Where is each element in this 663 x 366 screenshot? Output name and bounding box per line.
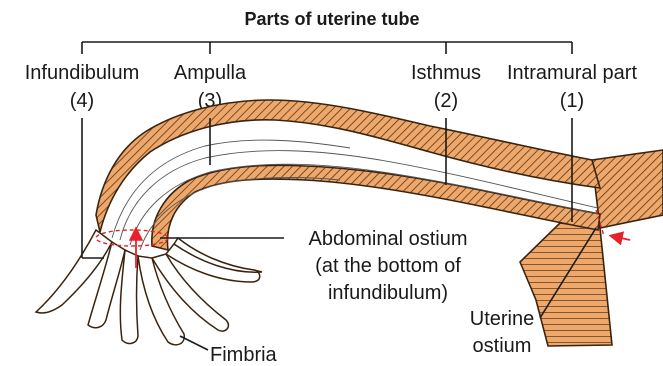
label-uterine-ostium-2: ostium bbox=[473, 335, 532, 357]
number-intramural-part: (1) bbox=[560, 90, 584, 112]
label-ampulla: Ampulla bbox=[174, 62, 247, 84]
diagram-title: Parts of uterine tube bbox=[244, 9, 419, 29]
number-infundibulum: (4) bbox=[70, 90, 94, 112]
label-abdominal-ostium-note-1: (at the bottom of bbox=[315, 255, 461, 277]
parts-bracket bbox=[82, 42, 572, 54]
label-infundibulum: Infundibulum bbox=[25, 62, 140, 84]
label-isthmus: Isthmus bbox=[411, 62, 481, 84]
label-abdominal-ostium-note-2: infundibulum) bbox=[328, 282, 448, 304]
fimbriae bbox=[36, 230, 262, 345]
label-abdominal-ostium: Abdominal ostium bbox=[309, 228, 468, 250]
uterine-wall-upper bbox=[592, 150, 663, 228]
label-intramural-part: Intramural part bbox=[507, 62, 637, 84]
label-fimbria: Fimbria bbox=[210, 344, 278, 366]
label-uterine-ostium-1: Uterine bbox=[470, 308, 534, 330]
number-isthmus: (2) bbox=[434, 90, 458, 112]
